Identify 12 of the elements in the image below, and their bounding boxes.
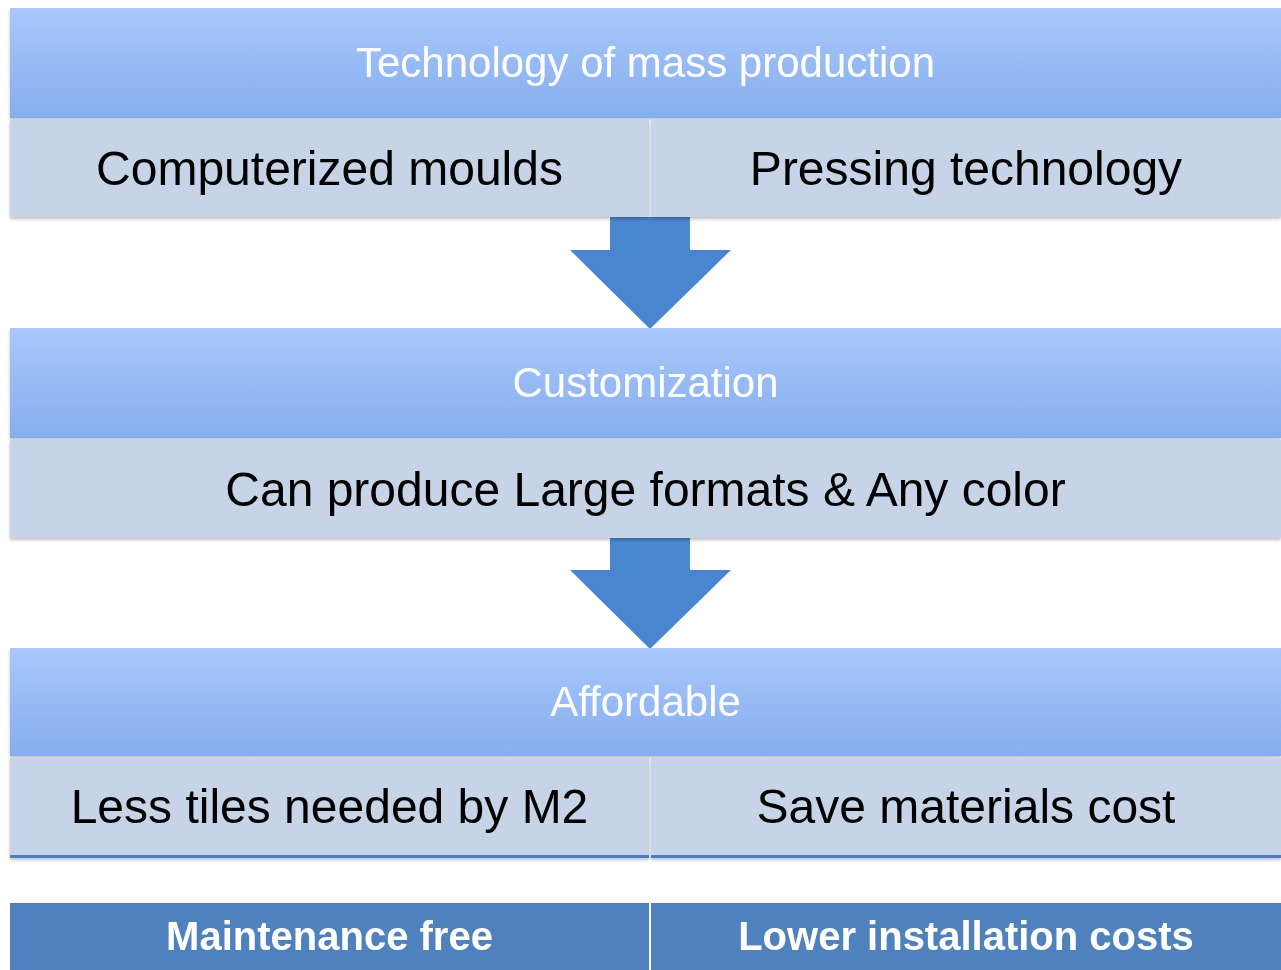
header-band: Technology of mass production [10, 8, 1281, 118]
item-box: Computerized moulds [10, 120, 649, 217]
item-box: Save materials cost [651, 758, 1281, 858]
item-box: Pressing technology [651, 120, 1281, 217]
benefit-box: Maintenance free [10, 903, 649, 970]
item-box: Can produce Large formats & Any color [10, 440, 1281, 538]
benefit-box: Lower installation costs [651, 903, 1281, 970]
arrow [570, 217, 731, 329]
header-band: Affordable [10, 648, 1281, 756]
header-band: Customization [10, 328, 1281, 438]
arrow [570, 538, 731, 649]
item-box: Less tiles needed by M2 [10, 758, 649, 858]
